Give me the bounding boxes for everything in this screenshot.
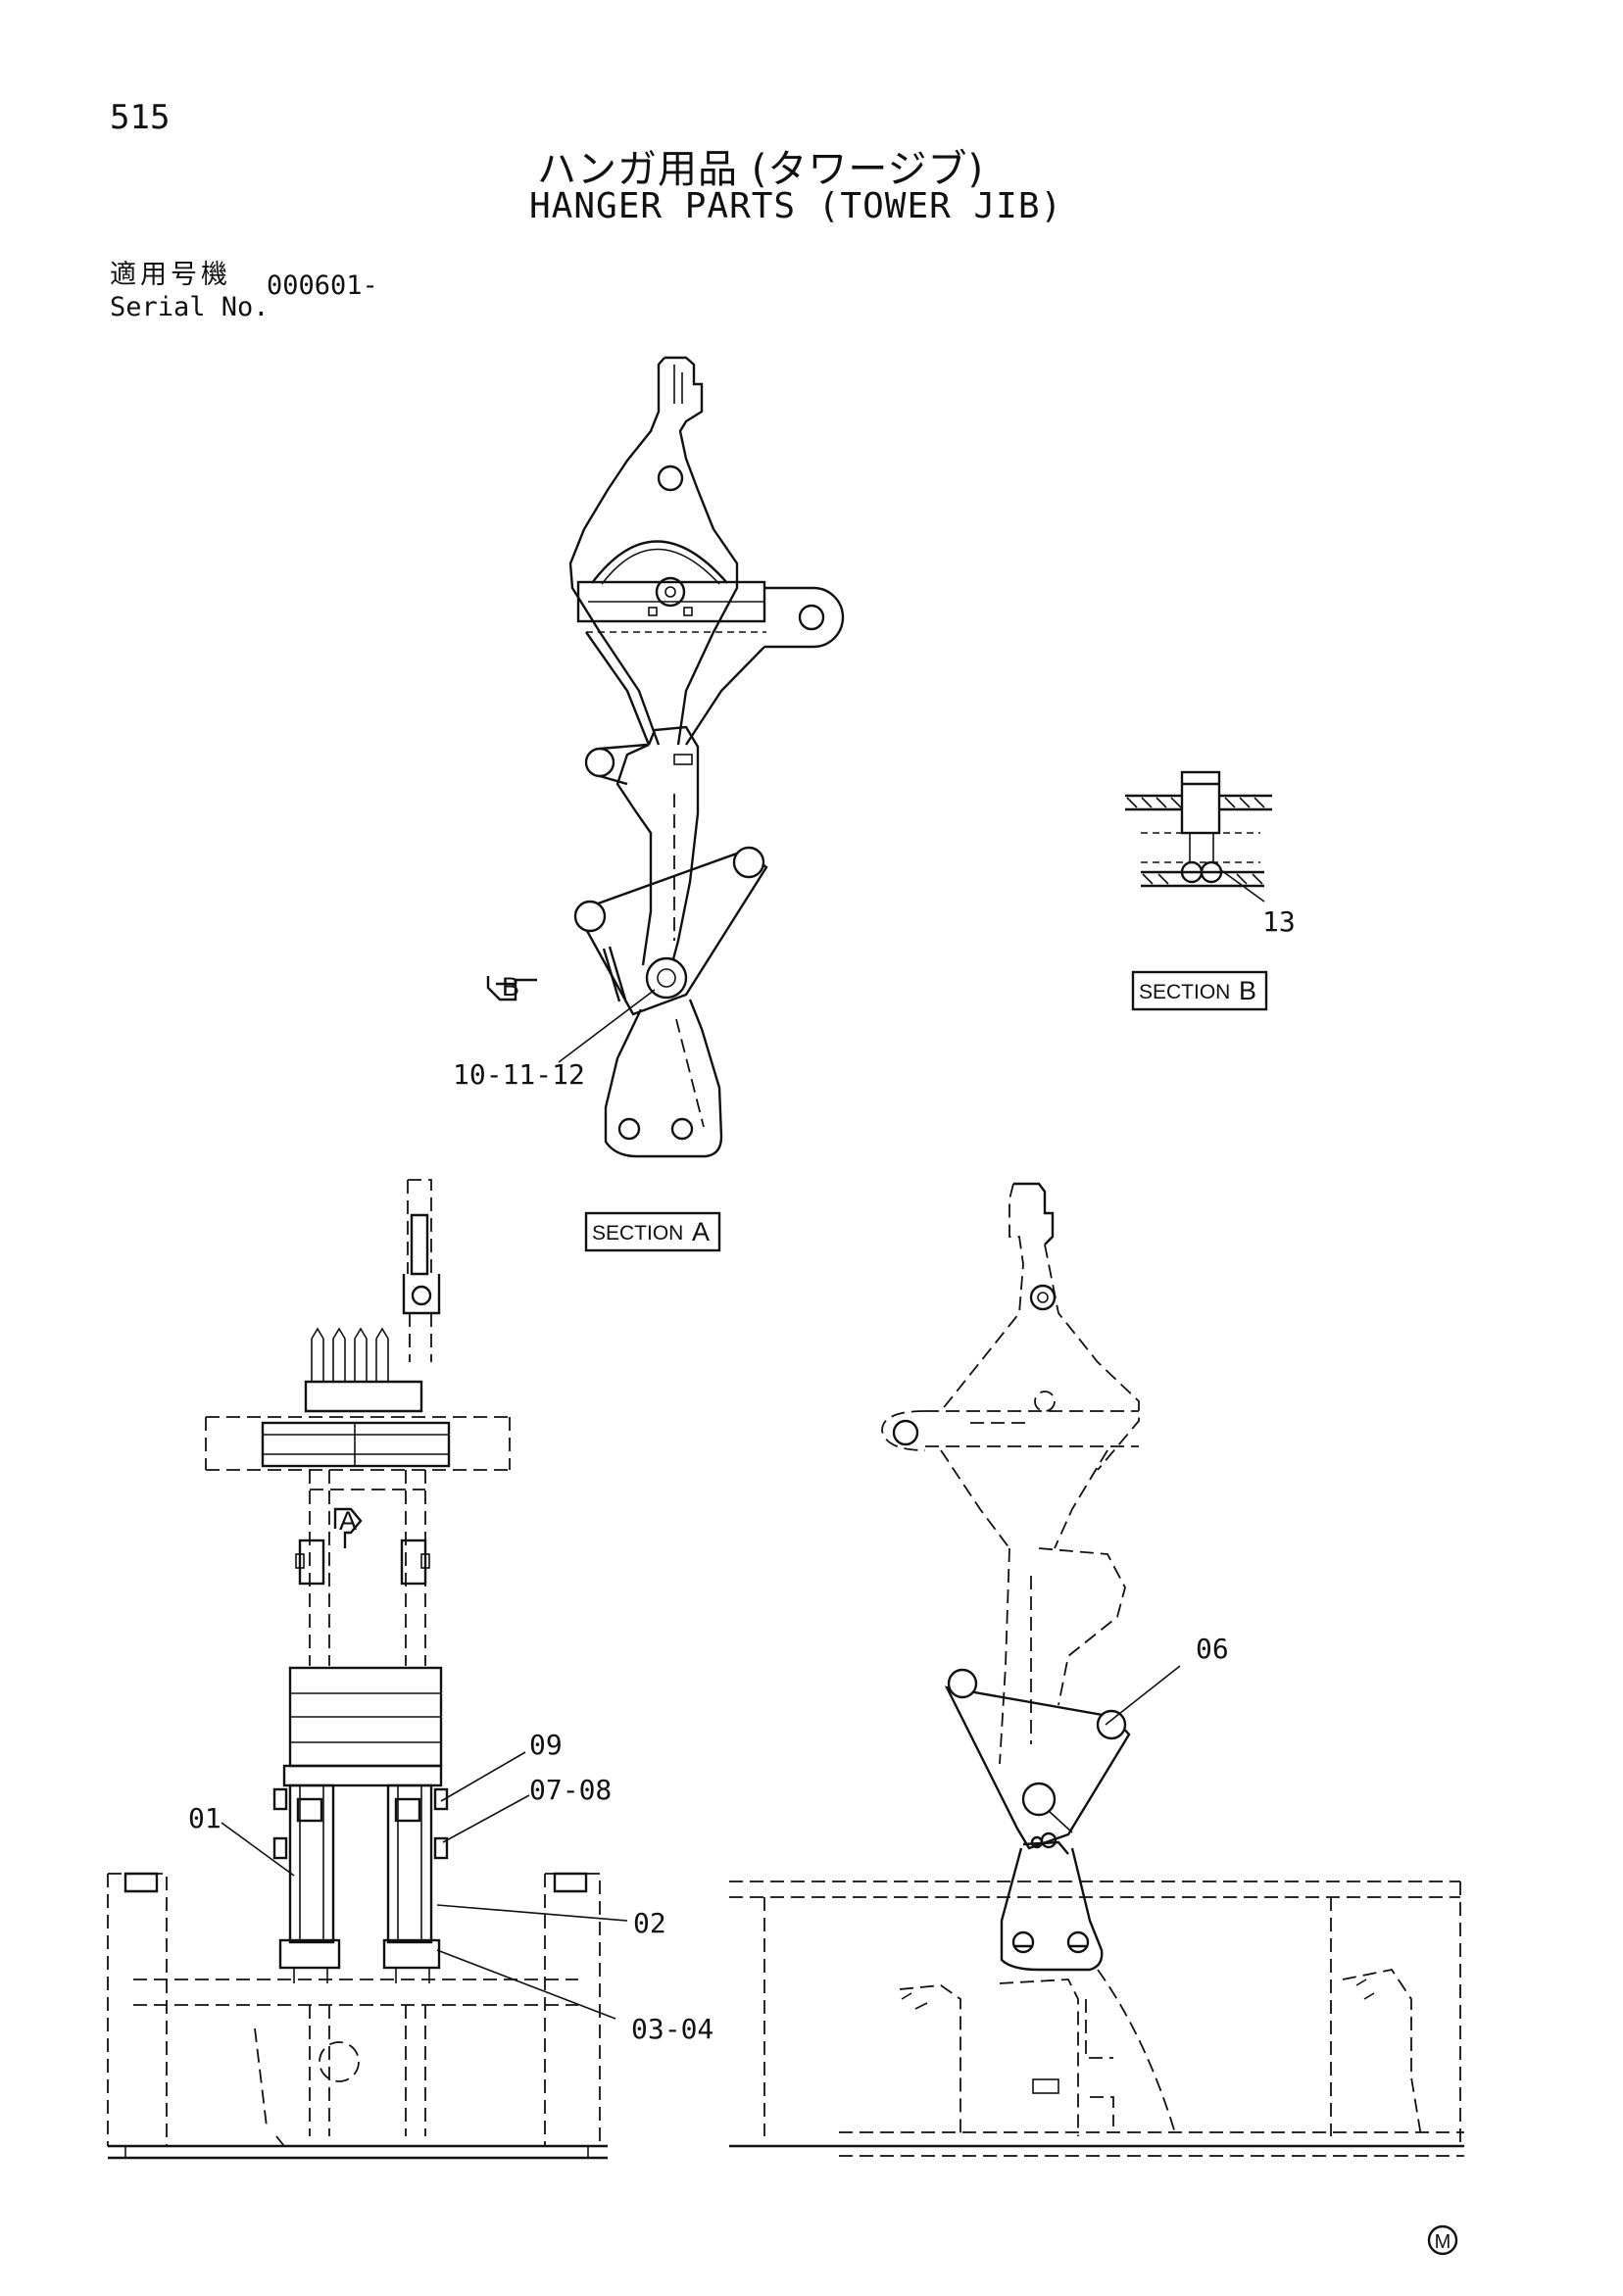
front-view: A	[107, 1179, 628, 2160]
side-view	[729, 1182, 1464, 2157]
callout-13: 13	[1262, 905, 1296, 938]
callout-02: 02	[633, 1907, 666, 1939]
section-a-view: B	[486, 356, 845, 1158]
page-title-japanese: ハンガ用品 (タワージブ)	[537, 147, 985, 192]
callout-06: 06	[1196, 1633, 1229, 1665]
page-title-english: HANGER PARTS (TOWER JIB)	[529, 186, 1063, 226]
page-number: 515	[110, 98, 171, 137]
section-a-label: SECTION A	[584, 1211, 721, 1252]
serial-label-english: Serial No.	[110, 292, 270, 322]
manufacturer-mark-letter: M	[1435, 2231, 1451, 2253]
section-a-letter: A	[692, 1217, 710, 1246]
serial-number-value: 000601-	[267, 270, 378, 301]
serial-label-japanese: 適用号機	[110, 260, 231, 290]
section-b-letter: B	[1239, 976, 1256, 1005]
section-a-word: SECTION	[592, 1222, 683, 1245]
callout-09: 09	[529, 1729, 563, 1761]
view-arrow-a-letter: A	[339, 1506, 357, 1536]
section-b-view	[1125, 770, 1272, 903]
section-b-word: SECTION	[1139, 981, 1230, 1003]
callout-10-11-12: 10-11-12	[453, 1058, 585, 1091]
callout-07-08: 07-08	[529, 1774, 612, 1806]
manufacturer-mark: M	[1427, 2224, 1458, 2256]
callout-03-04: 03-04	[631, 2013, 713, 2045]
section-b-label: SECTION B	[1131, 970, 1268, 1011]
view-arrow-b-letter: B	[502, 972, 519, 1001]
callout-01: 01	[188, 1802, 221, 1834]
